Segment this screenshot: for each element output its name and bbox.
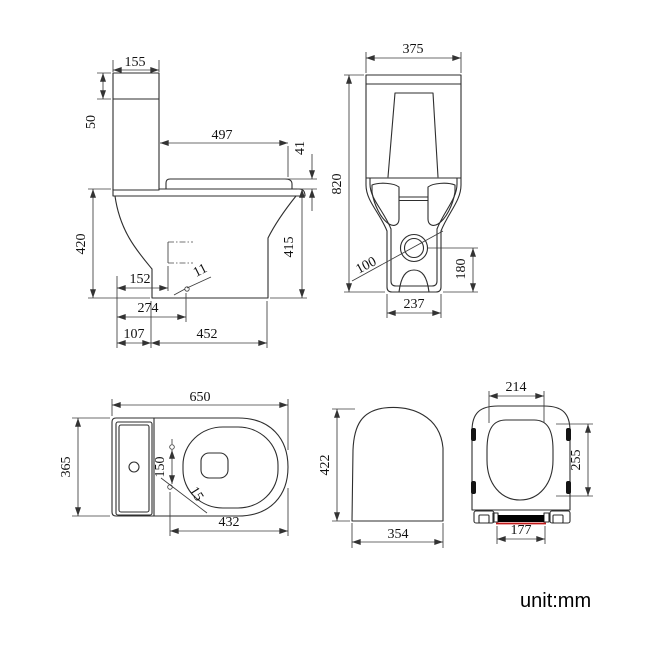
- tank-front-outline: [365, 74, 462, 179]
- extension-lines: [332, 408, 444, 548]
- plan-view: 650 365 150 15 432: [59, 390, 289, 536]
- fixing-centerlines: [168, 241, 193, 264]
- lid-profile-outline: [351, 406, 444, 522]
- plan-tank-inner: [118, 424, 150, 513]
- bowl-center-band: [398, 196, 429, 202]
- bowl-left-wing: [371, 182, 400, 226]
- leader-line-11: [173, 276, 212, 296]
- seat-bumper-top-right: [566, 428, 571, 441]
- hinge-foot-left-step: [478, 514, 490, 524]
- plan-tank-outer: [115, 421, 153, 516]
- seat-view: 214 255 177: [471, 380, 593, 544]
- leader-line-15: [160, 439, 208, 514]
- dim-tank-width-label: 155: [125, 55, 146, 70]
- dim-seat-inner-height-label: 255: [569, 450, 584, 471]
- seat-inner-ring: [486, 419, 554, 501]
- seat-bumper-bottom-left: [471, 481, 476, 494]
- water-spot-outline: [200, 452, 229, 479]
- dim-outlet-detail-label: 11: [191, 261, 210, 280]
- leader-line-100: [351, 230, 444, 282]
- dim-total-height-label: 420: [74, 234, 89, 255]
- dim-outlet-diameter-label: 100: [354, 254, 380, 277]
- dim-total-length-label: 650: [190, 390, 211, 405]
- hinge-foot-left: [473, 510, 495, 524]
- extension-lines: [88, 60, 317, 348]
- dim-bowl-height-label: 415: [282, 237, 297, 258]
- outlet-circle-outer: [399, 233, 429, 263]
- flush-button-circle: [128, 461, 140, 473]
- tank-outline: [112, 72, 160, 191]
- dim-fixing-offset-label: 15: [186, 484, 206, 504]
- dim-base-width-label: 237: [404, 297, 425, 312]
- dim-lid-height-label: 422: [318, 455, 333, 476]
- lid-side-view: 422 354: [318, 406, 444, 548]
- dim-tank-front-width-label: 375: [403, 42, 424, 57]
- side-view: 155 50 497 41 420 415 152 11 274 107 452: [74, 55, 317, 348]
- front-view: 375 820 100 180 237: [330, 42, 478, 318]
- unit-label: unit:mm: [520, 590, 591, 612]
- fixing-hole-bottom-marker: [167, 484, 173, 490]
- dim-outlet-setback-label: 152: [130, 272, 151, 287]
- fixing-hole-top-marker: [169, 444, 175, 450]
- plan-outline: [111, 417, 289, 517]
- seat-bumper-bottom-right: [566, 481, 571, 494]
- outlet-circle-inner: [403, 237, 425, 259]
- dim-total-width-label: 365: [59, 457, 74, 478]
- pedestal-inner-outline: [369, 177, 458, 287]
- dim-bowl-length-label: 432: [219, 515, 240, 530]
- dim-seat-thickness-label: 41: [293, 141, 308, 155]
- dim-base-length-label: 452: [197, 327, 218, 342]
- hinge-damper-bar: [498, 515, 544, 522]
- dim-fixing-spacing-label: 150: [153, 457, 168, 478]
- bowl-opening-outline: [182, 426, 279, 509]
- dim-front-offset-label: 107: [124, 327, 145, 342]
- pedestal-outer-outline: [365, 177, 462, 293]
- base-arch-cutout: [398, 269, 430, 293]
- hinge-foot-right-step: [552, 514, 564, 524]
- dim-seat-inner-width-label: 214: [506, 380, 527, 395]
- extension-lines: [344, 52, 478, 318]
- tank-front-panel: [387, 92, 439, 178]
- bowl-body-profile: [114, 195, 297, 299]
- seat-bumper-top-left: [471, 428, 476, 441]
- extension-lines: [488, 391, 593, 544]
- dim-seat-length-label: 497: [212, 128, 233, 143]
- dim-seat-hinge-width-label: 177: [511, 523, 532, 538]
- dim-front-total-height-label: 820: [330, 174, 345, 195]
- hinge-post-right: [543, 512, 550, 523]
- dim-outlet-height-label: 180: [454, 259, 469, 280]
- dim-fixing-center-label: 274: [138, 301, 159, 316]
- dim-tank-lid-height-label: 50: [84, 115, 99, 129]
- bowl-right-wing: [427, 182, 456, 226]
- seat-cover-profile: [165, 178, 293, 190]
- dim-lid-depth-label: 354: [388, 527, 409, 542]
